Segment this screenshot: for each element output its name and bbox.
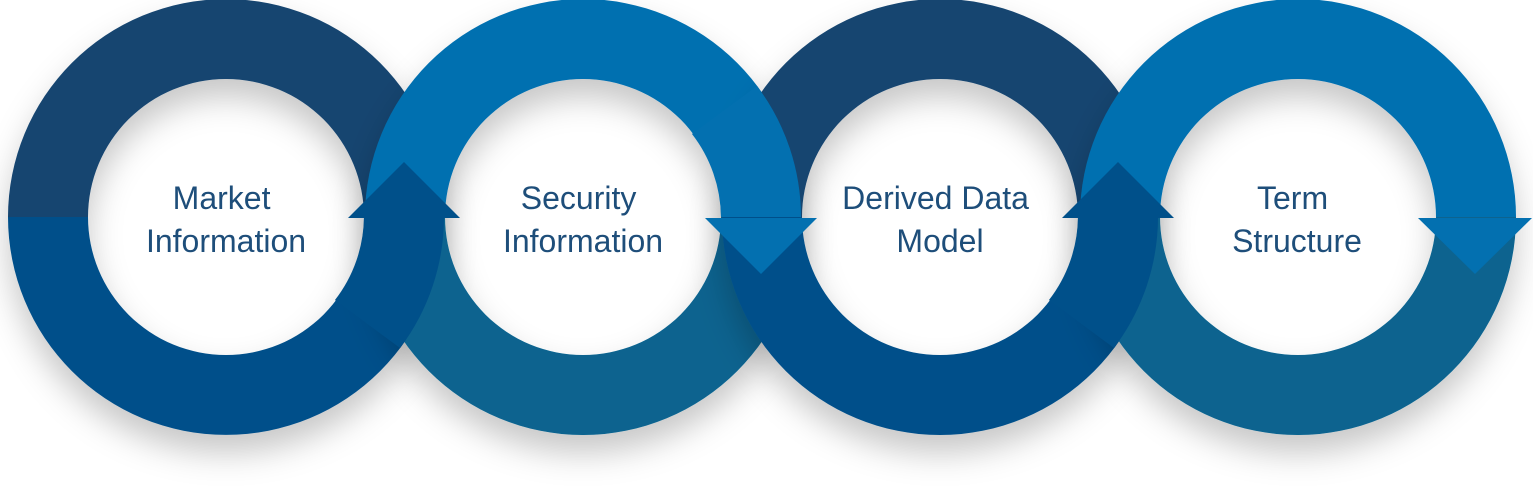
ring-1-overlap-front bbox=[335, 217, 444, 348]
ring-2-bottom-half bbox=[365, 217, 801, 435]
ring-3-overlap-front bbox=[1049, 217, 1158, 348]
step-3-label: Derived Data Model bbox=[842, 180, 1038, 259]
ring-2-top-half bbox=[365, 0, 801, 217]
step-2-label: Security Information bbox=[503, 180, 663, 259]
ring-4-top-half bbox=[1080, 0, 1516, 217]
step-2-line-2: Information bbox=[503, 223, 663, 259]
step-3-line-2: Model bbox=[896, 223, 983, 259]
ring-3-top-half bbox=[722, 0, 1158, 217]
step-4-line-2: Structure bbox=[1232, 223, 1362, 259]
ring-2-overlap-front bbox=[692, 86, 801, 217]
step-1-line-1: Market bbox=[173, 180, 271, 216]
ring-1-top-half bbox=[8, 0, 444, 217]
ring-1-bottom-half bbox=[8, 217, 444, 435]
step-1-line-2: Information bbox=[146, 223, 306, 259]
step-2-line-1: Security bbox=[521, 180, 637, 216]
arrow-down-4 bbox=[1418, 218, 1532, 274]
ring-3-bottom-half bbox=[722, 217, 1158, 435]
step-4-label: Term Structure bbox=[1232, 180, 1362, 259]
arrow-up-1 bbox=[348, 162, 460, 218]
ring-4-bottom-half bbox=[1080, 217, 1516, 435]
step-1-label: Market Information bbox=[146, 180, 306, 259]
ring-market-information bbox=[8, 0, 444, 435]
step-4-line-1: Term bbox=[1257, 180, 1328, 216]
ring-derived-data-model bbox=[722, 0, 1158, 435]
ring-security-information bbox=[365, 0, 801, 435]
arrow-down-2 bbox=[705, 218, 817, 274]
step-3-line-1: Derived Data bbox=[842, 180, 1029, 216]
ring-term-structure bbox=[1080, 0, 1516, 435]
arrow-up-3 bbox=[1062, 162, 1174, 218]
